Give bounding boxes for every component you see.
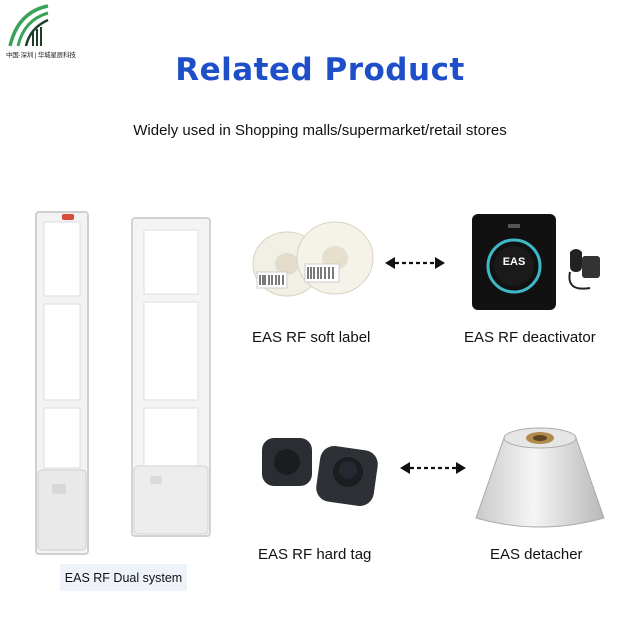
logo-arc-icon — [8, 4, 49, 47]
hard-tag-caption: EAS RF hard tag — [258, 546, 372, 563]
detacher-caption: EAS detacher — [490, 546, 583, 563]
double-arrow-icon-2 — [400, 462, 466, 474]
hard-tag-image — [262, 438, 378, 506]
double-arrow-icon — [385, 257, 445, 269]
soft-label-caption: EAS RF soft label — [252, 329, 371, 346]
logo-text: 中国·深圳 | 华城星辰科技 — [6, 52, 76, 59]
deactivator-caption: EAS RF deactivator — [464, 329, 596, 346]
deactivator-brand-text: EAS — [502, 256, 526, 268]
soft-label-image — [252, 221, 374, 297]
deactivator-image — [472, 214, 600, 310]
brand-logo: 中国·深圳 | 华城星辰科技 — [4, 2, 84, 64]
page-subtitle: Widely used in Shopping malls/supermarke… — [133, 122, 507, 139]
eas-dual-system-image — [35, 211, 211, 555]
page-title: Related Product — [175, 52, 465, 88]
detacher-image — [475, 427, 605, 528]
dual-system-label: EAS RF Dual system — [60, 564, 187, 591]
